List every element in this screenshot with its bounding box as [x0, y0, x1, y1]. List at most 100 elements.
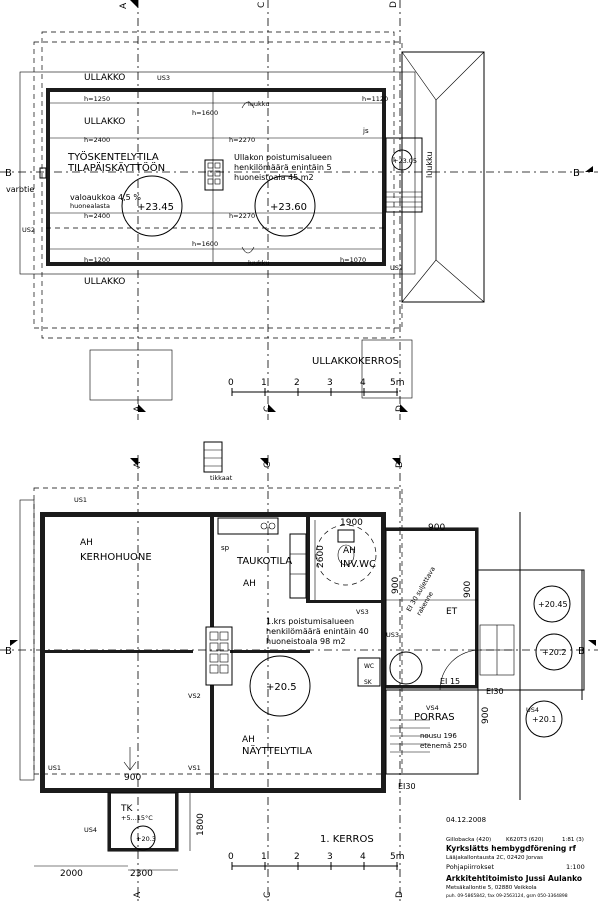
- attic-work-space-1: TYÖSKENTELYTILA: [67, 150, 159, 163]
- ground-ei30-bottom: EI30: [398, 782, 416, 791]
- ground-d2000: 2000: [60, 869, 83, 879]
- title-row1-left: Gillobacka (420): [446, 837, 491, 843]
- ground-scale-5: 5m: [390, 852, 405, 862]
- ground-tikkaat: tikkaat: [210, 474, 233, 482]
- title-block: 04.12.2008 Gillobacka (420) K620T3 (620)…: [446, 816, 585, 899]
- attic-scale-4: 4: [360, 378, 366, 388]
- ground-title: 1. KERROS: [320, 834, 374, 845]
- attic-h1600-bot: h=1600: [192, 240, 218, 248]
- ground-ah-wc: AH: [343, 546, 356, 556]
- ground-labels: tikkaat US1 AH KERHOHUONE sp TAUKOTILA A…: [48, 474, 568, 879]
- ground-exit-note-1: 1.krs poistumisalueen: [266, 617, 354, 626]
- attic-scale-0: 0: [228, 378, 234, 388]
- attic-luukku-bot: luukku: [248, 259, 270, 267]
- ground-porras: PORRAS: [414, 712, 455, 723]
- attic-title: ULLAKKOKERROS: [312, 356, 399, 367]
- ground-exit-note-3: huoneistoala 98 m2: [266, 637, 346, 646]
- ground-d900-et: 900: [463, 581, 473, 598]
- attic-ullakko-top: ULLAKKO: [84, 73, 125, 83]
- attic-plan: [19, 31, 485, 401]
- ground-d2300: 2300: [130, 869, 153, 879]
- attic-scale-3: 3: [327, 378, 333, 388]
- ground-ah-nayt: AH: [242, 735, 255, 745]
- attic-h1120: h=1120: [362, 95, 388, 103]
- ground-sp: sp: [221, 544, 230, 552]
- attic-scale-5: 5m: [390, 378, 405, 388]
- ground-level-et: +20.45: [538, 600, 568, 609]
- ground-vs2: VS2: [188, 692, 201, 700]
- ground-ei15: EI 15: [440, 677, 460, 686]
- title-row1-mid: K620T3 (620): [506, 837, 544, 843]
- ground-us4-left: US4: [84, 826, 97, 834]
- attic-scale-bar: 0 1 2 3 4 5m: [228, 378, 405, 396]
- ground-inv-wc: INV.WC: [340, 559, 376, 570]
- attic-window-area-1: valoaukkoa 4,5 %: [70, 193, 141, 202]
- grid-label-d-top: D: [389, 1, 399, 8]
- grid-label-d-bottom: D: [395, 891, 405, 898]
- ground-vs1: VS1: [188, 764, 201, 772]
- ground-dim-430: 900: [428, 523, 445, 533]
- grid-label-a-top: A: [119, 2, 129, 9]
- grid-markers: A C D B B A C D A C D B B A C D: [5, 0, 596, 898]
- attic-ullakko-bottom: ULLAKKO: [84, 277, 125, 287]
- ground-d1900: 1900: [340, 518, 363, 528]
- ground-wc-label: WC: [364, 663, 374, 670]
- grid-label-b-right: B: [573, 168, 580, 179]
- attic-h2270-bot: h=2270: [229, 212, 255, 220]
- ground-level-main: +20.5: [266, 682, 297, 693]
- grid-label-c-top: C: [257, 2, 267, 8]
- ground-scale-3: 3: [327, 852, 333, 862]
- ground-scale-1: 1: [261, 852, 267, 862]
- title-date: 04.12.2008: [446, 816, 486, 824]
- attic-us2-left: US2: [22, 226, 35, 234]
- ground-et: ET: [446, 607, 458, 617]
- ground-scale-4: 4: [360, 852, 366, 862]
- title-office-address: Metsäkallontie 5, 02880 Veikkola: [446, 885, 537, 891]
- ground-level-step: +20.2: [542, 648, 567, 657]
- attic-h2400-top: h=2400: [84, 136, 110, 144]
- attic-h1250: h=1250: [84, 95, 110, 103]
- title-phone: puh. 09-5865842, fax 09-2563124, gsm 050…: [446, 893, 568, 899]
- attic-us3: US3: [157, 74, 170, 82]
- title-scale: 1:100: [566, 863, 585, 871]
- attic-us2-right: US2: [390, 264, 403, 272]
- ground-plan: [19, 441, 585, 871]
- attic-h1600-top: h=1600: [192, 109, 218, 117]
- ground-vs4: VS4: [426, 704, 439, 712]
- attic-level-right: +23.60: [270, 202, 307, 213]
- ground-us1-left: US1: [48, 764, 61, 772]
- ground-kerhohuone: KERHOHUONE: [80, 552, 152, 563]
- attic-luukku-side: luukku: [425, 152, 434, 178]
- attic-h1070: h=1070: [340, 256, 366, 264]
- grid-label-b-ground-left: B: [5, 646, 12, 657]
- ground-taukotila: TAUKOTILA: [236, 556, 292, 567]
- attic-exit-note-2: henkilömäärä enintäin 5: [234, 163, 332, 172]
- ground-scale-0: 0: [228, 852, 234, 862]
- grid-label-b-left: B: [5, 168, 12, 179]
- ground-us3: US3: [386, 631, 399, 639]
- attic-ullakko-mid: ULLAKKO: [84, 117, 125, 127]
- title-client: Kyrkslätts hembygdförening rf: [446, 844, 577, 853]
- attic-js: js: [362, 127, 369, 135]
- ground-ah-kerho: AH: [80, 538, 93, 548]
- ground-nousu: nousu 196: [420, 732, 457, 740]
- attic-h2400-bot: h=2400: [84, 212, 110, 220]
- attic-level-left: +23.45: [137, 202, 174, 213]
- ground-scale-2: 2: [294, 852, 300, 862]
- title-office: Arkkitehtitoimisto Jussi Aulanko: [446, 874, 582, 883]
- title-address: Lääjakallontausta 2C, 02420 Jorvas: [446, 855, 543, 861]
- attic-h1200: h=1200: [84, 256, 110, 264]
- ground-ah-tauko: AH: [243, 579, 256, 589]
- grid-label-a-bottom: A: [133, 891, 143, 898]
- ground-vs3: VS3: [356, 608, 369, 616]
- attic-exit-note-3: huoneistoala 45 m2: [234, 173, 314, 182]
- ground-d900-wc: 900: [391, 577, 401, 594]
- title-row1-right: 1:81 (3): [562, 837, 584, 843]
- ground-tk-temp: +5...15°C: [121, 814, 153, 822]
- attic-level-stair: +23.05: [393, 157, 417, 165]
- ground-exit-note-2: henkilömäärä enintäin 40: [266, 627, 369, 636]
- ground-etenema: etenemä 250: [420, 742, 467, 750]
- ground-scale-bar: 0 1 2 3 4 5m: [228, 852, 405, 870]
- ground-level-tk: +20.3: [136, 835, 156, 843]
